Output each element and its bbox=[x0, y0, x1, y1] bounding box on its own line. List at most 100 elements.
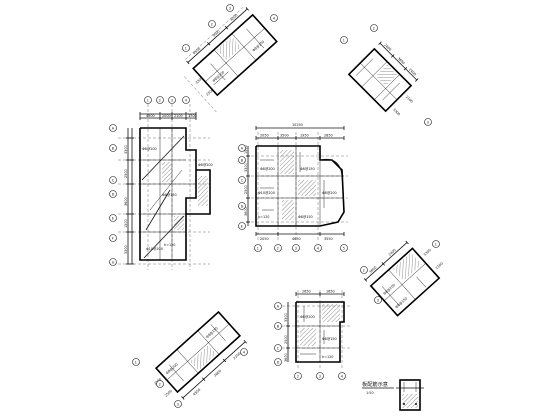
svg-text:3: 3 bbox=[427, 120, 429, 124]
svg-text:B: B bbox=[277, 324, 280, 328]
left-plan-axis-bubbles: A B C D E F G 1 2 3 4 bbox=[109, 96, 190, 266]
svg-text:Φ8@200: Φ8@200 bbox=[260, 167, 275, 171]
svg-text:1950: 1950 bbox=[300, 134, 309, 138]
svg-text:4: 4 bbox=[273, 16, 275, 20]
svg-text:2050: 2050 bbox=[260, 134, 269, 138]
svg-text:1500: 1500 bbox=[244, 145, 248, 154]
svg-text:2100: 2100 bbox=[232, 352, 241, 361]
svg-text:3600: 3600 bbox=[124, 197, 128, 206]
center-plan: Φ8@200 Φ8@150 Φ10@200 Φ8@200 Φ8@150 h=12… bbox=[244, 123, 348, 241]
top-plan-dim-2: 3600 bbox=[212, 29, 221, 38]
svg-text:2: 2 bbox=[373, 26, 375, 30]
svg-text:A: A bbox=[241, 146, 244, 150]
svg-text:4500: 4500 bbox=[192, 388, 201, 397]
bottom-left-plan-axis-bubbles: 1 2 3 4 bbox=[132, 348, 248, 408]
svg-text:B: B bbox=[112, 146, 115, 150]
svg-text:2: 2 bbox=[211, 22, 213, 26]
svg-text:1650: 1650 bbox=[326, 290, 335, 294]
svg-text:3550: 3550 bbox=[324, 237, 333, 241]
slab-detail: 板配筋示意 1:50 bbox=[362, 379, 424, 411]
svg-text:3: 3 bbox=[177, 402, 179, 406]
svg-text:3300: 3300 bbox=[284, 313, 288, 322]
top-right-side-dim-2: 3300 bbox=[392, 108, 401, 117]
svg-text:B: B bbox=[241, 158, 244, 162]
svg-text:A: A bbox=[112, 126, 115, 130]
svg-text:1500: 1500 bbox=[124, 219, 128, 228]
top-plan-axis-bubbles: 1 2 3 4 bbox=[182, 4, 278, 52]
svg-text:4: 4 bbox=[243, 350, 245, 354]
left-plan: 4500 2000 2100 1700 3300 2500 3600 1500 … bbox=[118, 104, 213, 270]
svg-text:4650: 4650 bbox=[292, 237, 301, 241]
svg-text:3300: 3300 bbox=[124, 145, 128, 154]
svg-text:h=120: h=120 bbox=[258, 215, 269, 219]
svg-text:3300: 3300 bbox=[124, 245, 128, 254]
svg-text:3: 3 bbox=[377, 298, 379, 302]
svg-text:E: E bbox=[241, 224, 243, 228]
top-right-plan-axis-bubbles: 1 2 3 bbox=[340, 24, 432, 126]
svg-text:Φ8@150: Φ8@150 bbox=[322, 337, 337, 341]
svg-text:2: 2 bbox=[363, 268, 365, 272]
svg-text:Φ8@200: Φ8@200 bbox=[322, 191, 337, 195]
svg-text:2: 2 bbox=[297, 374, 299, 378]
svg-text:2850: 2850 bbox=[324, 134, 333, 138]
left-plan-dim-4: 1700 bbox=[188, 114, 197, 118]
svg-text:Φ8@200: Φ8@200 bbox=[198, 163, 213, 167]
svg-text:5: 5 bbox=[343, 246, 345, 250]
bottom-center-plan: Φ8@200 Φ8@150 h=120 2650 1650 3300 2500 … bbox=[282, 290, 352, 370]
svg-text:h=120: h=120 bbox=[322, 355, 333, 359]
svg-text:3300: 3300 bbox=[423, 248, 432, 257]
top-plan-outline bbox=[192, 13, 278, 97]
svg-text:1: 1 bbox=[435, 242, 437, 246]
svg-text:2500: 2500 bbox=[164, 389, 173, 398]
svg-text:4: 4 bbox=[341, 374, 343, 378]
top-plan-side-dim-2: 2500 bbox=[205, 88, 214, 97]
svg-text:1: 1 bbox=[257, 246, 259, 250]
svg-text:C: C bbox=[241, 178, 244, 182]
svg-text:2: 2 bbox=[159, 382, 161, 386]
svg-text:Φ8@150: Φ8@150 bbox=[162, 193, 177, 197]
svg-text:1: 1 bbox=[185, 46, 187, 50]
svg-text:3: 3 bbox=[295, 246, 297, 250]
svg-text:3500: 3500 bbox=[280, 134, 289, 138]
svg-text:3: 3 bbox=[319, 374, 321, 378]
svg-text:C: C bbox=[277, 346, 280, 350]
svg-text:2100: 2100 bbox=[435, 261, 444, 270]
top-plan-side-dim-1: 3300 bbox=[195, 76, 204, 85]
svg-text:3300: 3300 bbox=[244, 163, 248, 172]
svg-text:2500: 2500 bbox=[124, 169, 128, 178]
left-plan-dim-3: 2100 bbox=[174, 114, 183, 118]
top-plan-slab-hatch bbox=[216, 36, 242, 61]
bottom-center-plan-axis-bubbles: A B C D 2 3 4 bbox=[274, 302, 346, 380]
svg-text:2: 2 bbox=[277, 246, 279, 250]
svg-text:Φ10@200: Φ10@200 bbox=[258, 191, 275, 195]
svg-text:A: A bbox=[277, 304, 280, 308]
top-right-side-dim-1: 2100 bbox=[405, 95, 414, 104]
svg-text:Φ8@150: Φ8@150 bbox=[205, 326, 219, 339]
svg-text:4: 4 bbox=[317, 246, 319, 250]
detail-scale: 1:50 bbox=[366, 391, 374, 395]
svg-text:2500: 2500 bbox=[284, 335, 288, 344]
left-plan-dim-2: 2000 bbox=[162, 114, 171, 118]
detail-title: 板配筋示意 bbox=[362, 380, 388, 388]
svg-text:h=120: h=120 bbox=[164, 243, 175, 247]
svg-text:Φ8@200: Φ8@200 bbox=[142, 147, 157, 151]
svg-text:D: D bbox=[112, 192, 115, 196]
svg-text:F: F bbox=[112, 236, 114, 240]
svg-text:3: 3 bbox=[229, 6, 231, 10]
top-right-dim-2: 3600 bbox=[397, 56, 406, 65]
right-plan-axis-bubbles: 1 2 3 bbox=[360, 240, 440, 304]
top-right-plan-outline bbox=[347, 47, 413, 113]
svg-text:E: E bbox=[112, 216, 114, 220]
svg-text:2050: 2050 bbox=[260, 237, 269, 241]
top-right-rotated-plan: 2400 3600 2400 2100 3300 bbox=[347, 41, 419, 117]
svg-text:1: 1 bbox=[343, 38, 345, 42]
svg-text:3600: 3600 bbox=[244, 207, 248, 216]
svg-text:1: 1 bbox=[135, 360, 137, 364]
left-plan-outline bbox=[139, 127, 197, 261]
svg-text:G: G bbox=[112, 260, 115, 264]
center-plan-outline bbox=[255, 145, 345, 227]
svg-text:D: D bbox=[241, 204, 244, 208]
svg-text:Φ8@150: Φ8@150 bbox=[300, 167, 315, 171]
svg-text:D: D bbox=[277, 360, 280, 364]
